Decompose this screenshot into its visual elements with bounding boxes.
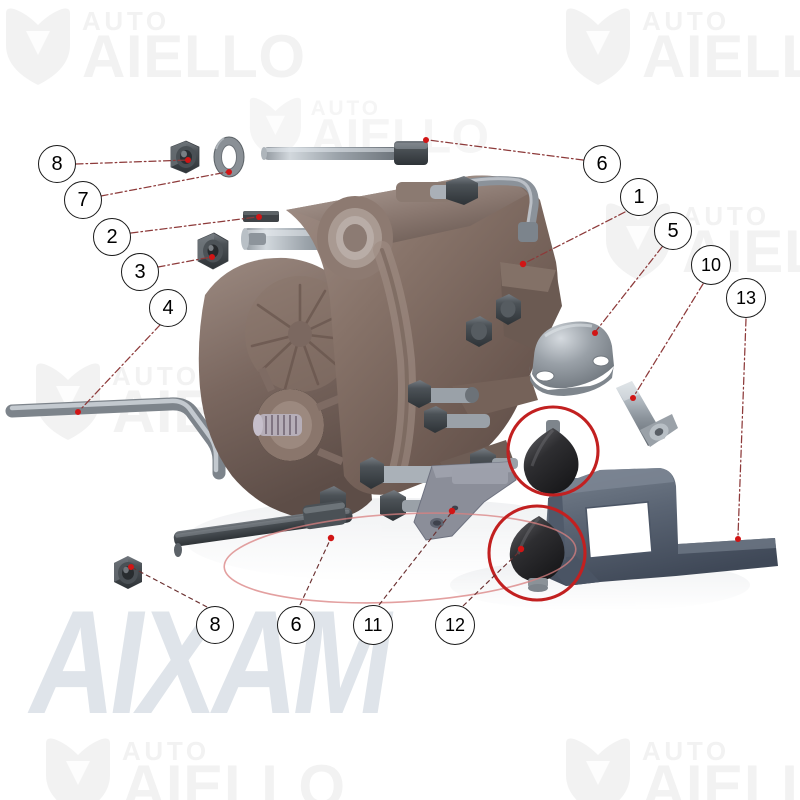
callout-label: 11 (363, 614, 383, 635)
part-bent-linkage-rod (5, 397, 226, 480)
callout-8-bottom[interactable]: 8 (196, 606, 234, 644)
part-dome-cover-plate (529, 321, 614, 396)
highlight-ring-lower-buffer (487, 504, 587, 602)
callout-13[interactable]: 13 (726, 278, 766, 318)
callout-label: 5 (667, 219, 679, 242)
callout-2[interactable]: 2 (93, 218, 131, 256)
callout-label: 2 (106, 225, 118, 248)
callout-label: 12 (444, 614, 466, 635)
callout-label: 1 (633, 185, 645, 208)
callout-label: 13 (735, 287, 757, 308)
part-flat-washer (213, 136, 245, 178)
callout-12[interactable]: 12 (435, 605, 475, 645)
callout-10[interactable]: 10 (691, 245, 731, 285)
part-mounting-bolt-bottom (173, 500, 353, 557)
callout-label: 10 (700, 254, 722, 275)
callout-label: 4 (162, 296, 174, 319)
callout-5[interactable]: 5 (654, 212, 692, 250)
callout-label: 8 (209, 613, 221, 636)
housing-top-mount-pad (396, 176, 478, 205)
housing-bearing-boss (317, 196, 393, 280)
callout-6-top[interactable]: 6 (583, 145, 621, 183)
callout-3[interactable]: 3 (121, 253, 159, 291)
callout-label: 8 (51, 152, 63, 175)
highlight-ring-upper-buffer (506, 405, 600, 497)
callout-11[interactable]: 11 (353, 605, 393, 645)
callout-label: 7 (77, 188, 89, 211)
callout-7[interactable]: 7 (64, 181, 102, 219)
housing-splined-hub (253, 367, 344, 465)
callout-1[interactable]: 1 (620, 178, 658, 216)
callout-4[interactable]: 4 (149, 289, 187, 327)
callout-label: 3 (134, 260, 146, 283)
housing-rib-disc (245, 276, 355, 392)
part-rubber-cone-buffer-upper (523, 420, 579, 494)
part-gearbox-housing (198, 175, 562, 521)
callout-8-top[interactable]: 8 (38, 145, 76, 183)
callout-6-bottom[interactable]: 6 (277, 606, 315, 644)
part-flanged-nut (197, 232, 229, 270)
part-hex-nut-top (170, 140, 200, 174)
callout-label: 6 (596, 152, 608, 175)
callout-label: 6 (290, 613, 302, 636)
